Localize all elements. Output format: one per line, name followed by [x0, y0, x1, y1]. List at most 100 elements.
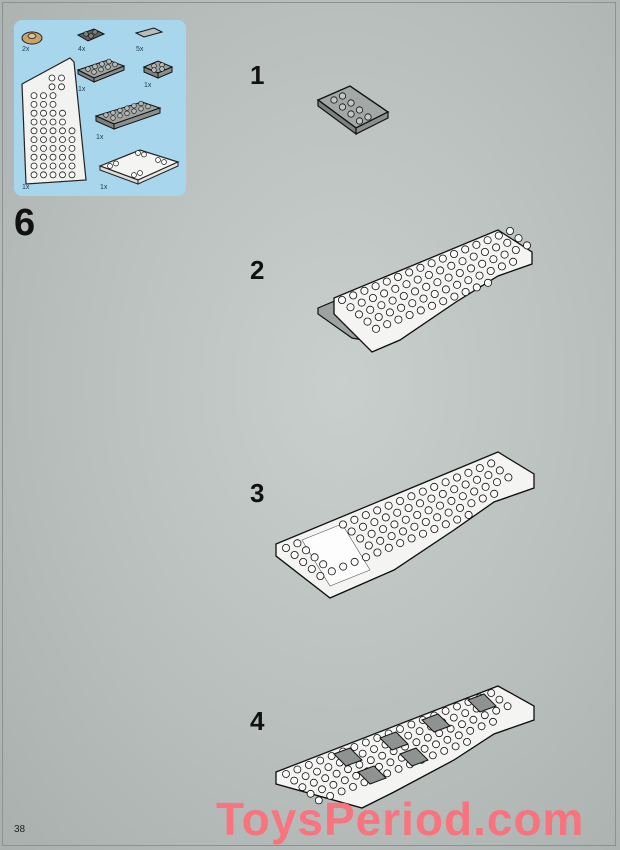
- grey-plate-2x6-icon: [94, 100, 162, 130]
- watermark: ToysPeriod.com: [216, 793, 585, 845]
- stud: [382, 277, 391, 286]
- stud: [381, 513, 390, 522]
- stud: [301, 546, 310, 555]
- stud: [356, 534, 365, 543]
- stud: [396, 725, 404, 733]
- stud: [438, 254, 447, 263]
- stud: [492, 478, 501, 487]
- stud: [384, 543, 393, 552]
- stud: [49, 171, 57, 179]
- stud: [355, 310, 364, 319]
- stud: [332, 769, 341, 778]
- stud: [68, 136, 76, 143]
- stud: [489, 717, 497, 726]
- tile: [421, 713, 451, 733]
- stud: [301, 772, 310, 780]
- stud: [373, 548, 382, 557]
- stud: [396, 539, 405, 548]
- stud: [379, 525, 388, 534]
- stud: [68, 153, 76, 161]
- stud: [458, 720, 466, 729]
- stud: [30, 162, 38, 170]
- stud: [355, 117, 364, 125]
- stud: [435, 501, 444, 510]
- stud: [423, 733, 432, 742]
- stud: [330, 96, 338, 104]
- stud: [420, 744, 429, 753]
- stud: [461, 245, 470, 254]
- stud: [441, 520, 450, 529]
- stud: [404, 731, 413, 740]
- stud: [370, 518, 379, 527]
- parts-qty: 1x: [144, 82, 152, 89]
- step-number: 2: [250, 255, 265, 285]
- stud: [451, 742, 460, 751]
- stud: [399, 527, 408, 536]
- stud: [59, 162, 66, 170]
- stud: [49, 109, 57, 117]
- stud: [424, 506, 433, 515]
- stud: [469, 715, 478, 724]
- stud: [413, 511, 422, 520]
- stud: [436, 266, 445, 275]
- stud: [347, 99, 355, 107]
- stud: [49, 118, 57, 126]
- stud: [412, 738, 421, 747]
- stud: [40, 109, 47, 117]
- stud: [376, 536, 385, 545]
- stud: [432, 740, 440, 749]
- grey-plate-2x4-icon: [76, 58, 126, 83]
- stud: [329, 780, 338, 789]
- stud: [495, 466, 504, 475]
- tile: [379, 731, 409, 751]
- stud: [475, 271, 484, 280]
- stud: [522, 241, 531, 250]
- stud: [475, 464, 484, 473]
- stud: [469, 252, 478, 261]
- stud: [494, 231, 503, 240]
- stud: [427, 259, 436, 268]
- stud: [366, 756, 375, 765]
- stud: [444, 508, 453, 517]
- stud: [453, 280, 462, 289]
- stud: [59, 171, 66, 179]
- stud: [372, 324, 381, 333]
- stud: [349, 783, 357, 791]
- stud: [373, 506, 382, 515]
- stud: [310, 553, 319, 562]
- stud: [447, 261, 456, 270]
- stud: [464, 468, 473, 477]
- stud: [59, 153, 66, 161]
- stud: [405, 268, 414, 277]
- stud: [450, 292, 459, 301]
- stud: [49, 92, 57, 99]
- stud: [309, 778, 318, 787]
- stud: [339, 520, 348, 529]
- stud: [316, 756, 325, 765]
- stud: [505, 227, 514, 235]
- stud: [405, 311, 414, 320]
- stud: [407, 720, 416, 729]
- stud: [424, 271, 433, 280]
- stud: [30, 101, 38, 108]
- stud: [416, 263, 425, 272]
- stud: [402, 280, 411, 289]
- stud: [304, 761, 313, 769]
- stud: [411, 287, 420, 296]
- stud: [433, 513, 442, 522]
- stud: [480, 711, 489, 720]
- stud: [383, 769, 392, 778]
- stud: [399, 292, 408, 301]
- stud: [449, 249, 458, 258]
- parts-list-box: 2x 4x 5x 1x 1x: [14, 20, 186, 196]
- stud: [293, 539, 302, 548]
- stud: [464, 510, 473, 519]
- stud: [290, 551, 299, 560]
- stud: [362, 553, 371, 562]
- stud: [472, 475, 481, 484]
- stud: [453, 702, 461, 711]
- stud: [463, 738, 471, 746]
- stud: [59, 109, 66, 117]
- parts-qty: 1x: [96, 134, 104, 141]
- stud: [344, 765, 352, 774]
